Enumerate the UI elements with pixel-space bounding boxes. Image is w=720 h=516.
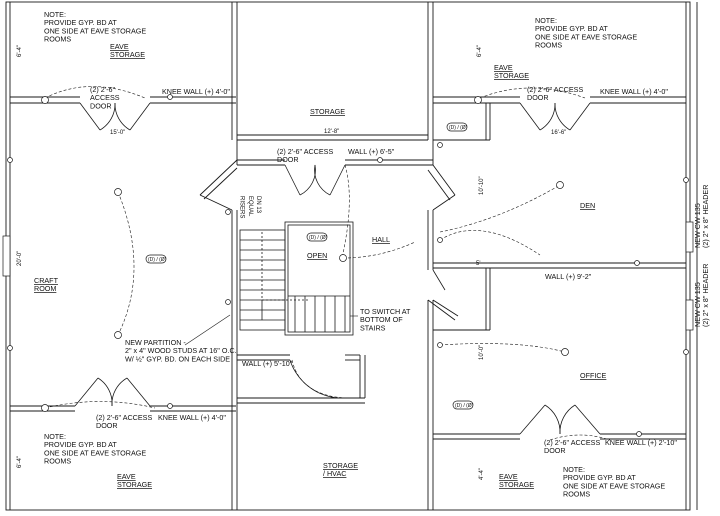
access-door-top-left	[79, 102, 151, 131]
knee-wall-label-tl: KNEE WALL (+) 4'-0"	[162, 87, 230, 96]
window-right-2	[685, 299, 694, 331]
room-hall: HALL	[372, 235, 390, 244]
fixtures	[2, 94, 694, 437]
fixture-tag-tr: (D) / (Ø)	[449, 125, 468, 131]
ceiling-light-icon	[339, 254, 347, 262]
ceiling-light-icon	[561, 348, 569, 356]
ceiling-light-icon	[41, 404, 49, 412]
outlet-icon	[437, 142, 443, 148]
header-note-2: NEW CW 135(2) 2" x 8" HEADER	[693, 264, 710, 327]
outlet-icon	[683, 177, 689, 183]
knee-wall-label-tr: KNEE WALL (+) 4'-0"	[600, 87, 668, 96]
dim-10-10: 10'-10"	[479, 176, 485, 195]
dim-20-0: 20'-0"	[17, 251, 23, 266]
fixture-tag	[446, 122, 468, 132]
partition-note: NEW PARTITION -2" x 4" WOOD STUDS AT 16"…	[125, 338, 237, 363]
dim-5: 5'	[476, 261, 480, 267]
wall-label-den: WALL (+) 9'-2"	[545, 272, 592, 281]
outlet-icon	[437, 342, 443, 348]
ceiling-light-icon	[556, 181, 564, 189]
dim-12-8: 12'-8"	[324, 129, 339, 135]
knee-wall-bottom-left	[10, 405, 236, 412]
fixture-tag	[306, 232, 328, 242]
fixture-tag-open: (D) / (Ø)	[309, 235, 328, 241]
outlet-icon	[377, 157, 383, 163]
knee-wall-label-br: KNEE WALL (+) 2'-10"	[605, 438, 677, 447]
ceiling-light-icon	[114, 188, 122, 196]
access-door-top-right	[519, 102, 591, 131]
outer-boundary	[5, 1, 691, 511]
outlet-icon	[225, 299, 231, 305]
leaders	[184, 314, 358, 346]
knee-wall-bottom-right	[433, 433, 686, 440]
walls	[5, 1, 698, 511]
access-door-bottom-right	[519, 404, 601, 435]
ceiling-light-icon	[114, 331, 122, 339]
outlet-icon	[683, 349, 689, 355]
knee-wall-label-bl: KNEE WALL (+) 4'-0"	[158, 413, 226, 422]
dim-15-0: 15'-0"	[110, 130, 125, 136]
dim-4-4: 4'-4"	[479, 468, 485, 480]
dim-6-4-tl: 6'-4"	[17, 45, 23, 57]
outlet-icon	[167, 94, 173, 100]
window-left	[2, 235, 11, 277]
outlet-icon	[7, 157, 13, 163]
ceiling-light-icon	[41, 96, 49, 104]
room-storage-top: STORAGE	[310, 107, 345, 116]
dim-16-6: 16'-6"	[551, 130, 566, 136]
room-office: OFFICE	[580, 371, 607, 380]
dim-6-4-tr: 6'-4"	[477, 45, 483, 57]
door-swings	[74, 102, 601, 435]
stair-treads	[240, 239, 350, 332]
fixture-tag-craft: (D) / (Ø)	[148, 257, 167, 263]
outlet-icon	[7, 345, 13, 351]
ceiling-light-icon	[474, 96, 482, 104]
outlet-icon	[634, 260, 640, 266]
risers-note: DN 13EQUALRISERS	[239, 196, 261, 218]
wall-label-stair: WALL (+) 5'-10"	[242, 359, 293, 368]
knee-wall-top-right	[433, 96, 686, 104]
outlet-icon	[167, 403, 173, 409]
outlet-icon	[636, 431, 642, 437]
access-door-bottom-left	[74, 377, 151, 407]
outlet-icon	[437, 237, 443, 243]
dim-10-0: 10'-0"	[479, 345, 485, 360]
fixture-tag	[452, 400, 474, 410]
stairs	[239, 221, 354, 336]
room-storage-hvac: STORAGE/ HVAC	[323, 461, 358, 478]
access-door-hall	[284, 164, 346, 196]
room-open: OPEN	[307, 251, 327, 260]
dim-6-4-bl: 6'-4"	[17, 456, 23, 468]
fixture-tag	[145, 254, 167, 264]
room-den: DEN	[580, 201, 595, 210]
header-note-1: NEW CW 135(2) 2" x 8" HEADER	[693, 185, 710, 248]
wall-label-top: WALL (+) 6'-5"	[348, 147, 395, 156]
circuit-curves	[44, 86, 611, 441]
outlet-icon	[225, 209, 231, 215]
window-right	[685, 221, 694, 253]
fixture-tag-br: (D) / (Ø)	[455, 403, 474, 409]
